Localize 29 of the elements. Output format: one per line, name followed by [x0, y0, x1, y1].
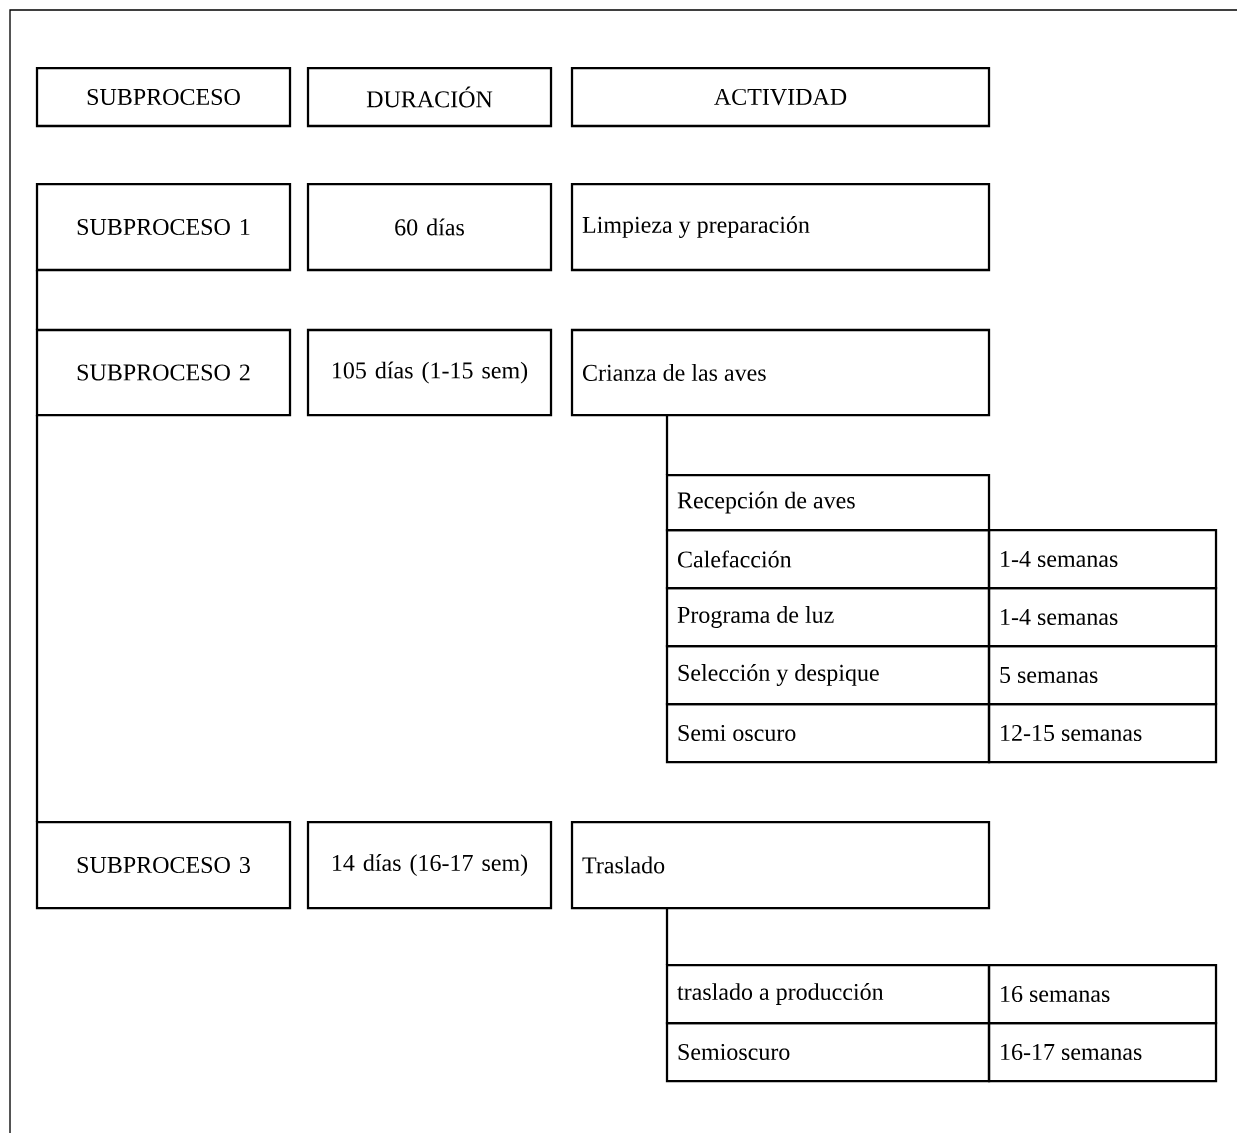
table-cell: Calefacción: [665, 528, 991, 590]
table-cell: 12-15 semanas: [987, 702, 1218, 764]
activity-box: Traslado: [570, 820, 991, 910]
connector-line: [35, 270, 39, 330]
table-cell: Semioscuro: [665, 1021, 991, 1083]
table-cell: Selección y despique: [665, 644, 991, 706]
table-cell: 1-4 semanas: [987, 586, 1218, 648]
connector-line: [665, 415, 669, 475]
header-box: SUBPROCESO: [35, 66, 292, 128]
connector-line: [35, 415, 39, 822]
header-box: DURACIÓN: [306, 66, 553, 128]
duration-box: 60 días: [306, 182, 553, 272]
table-cell: 16-17 semanas: [987, 1021, 1218, 1083]
header-box: ACTIVIDAD: [570, 66, 991, 128]
table-cell: traslado a producción: [665, 963, 991, 1025]
activity-box: Crianza de las aves: [570, 328, 991, 417]
table-cell: Recepción de aves: [665, 473, 991, 532]
subprocess-box: SUBPROCESO 3: [35, 820, 292, 910]
activity-box: Limpieza y preparación: [570, 182, 991, 272]
subprocess-box: SUBPROCESO 1: [35, 182, 292, 272]
duration-box: 105 días (1-15 sem): [306, 328, 553, 417]
table-cell: Semi oscuro: [665, 702, 991, 764]
table-cell: 16 semanas: [987, 963, 1218, 1025]
table-cell: 5 semanas: [987, 644, 1218, 706]
duration-box: 14 días (16-17 sem): [306, 820, 553, 910]
subprocess-box: SUBPROCESO 2: [35, 328, 292, 417]
connector-line: [665, 908, 669, 965]
table-cell: 1-4 semanas: [987, 528, 1218, 590]
table-cell: Programa de luz: [665, 586, 991, 648]
